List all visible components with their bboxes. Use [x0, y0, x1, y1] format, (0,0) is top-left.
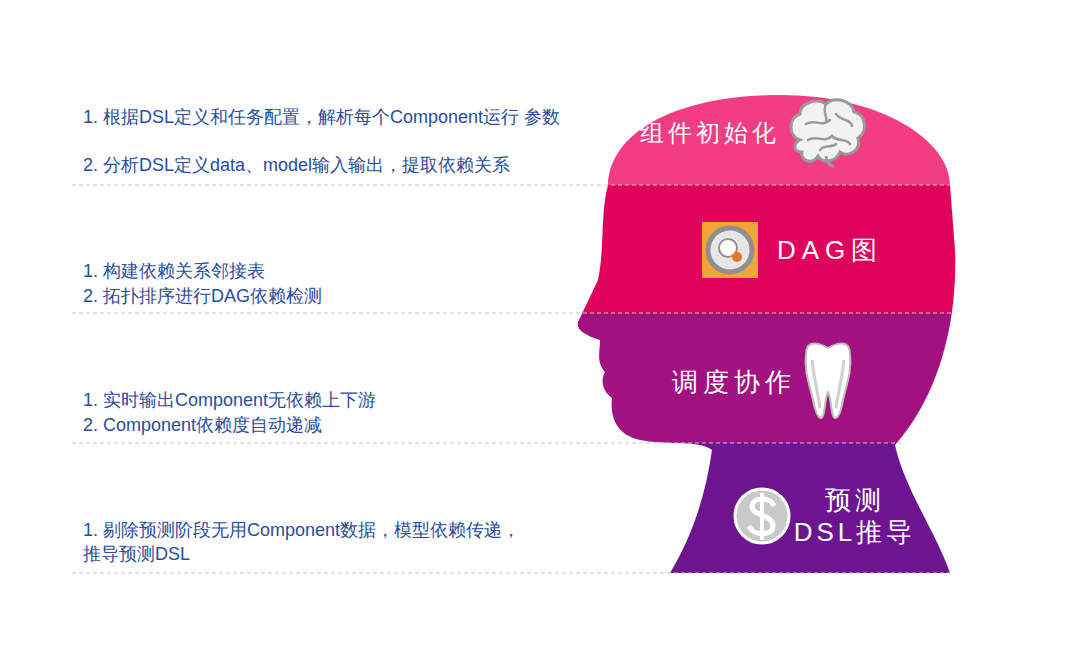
tooth-icon	[806, 343, 851, 418]
separator-lines	[72, 185, 955, 573]
head-silhouette-band	[578, 313, 956, 443]
dashed-line	[72, 312, 955, 313]
dashed-line	[72, 442, 905, 443]
list-item: 1. 根据DSL定义和任务配置，解析每个Component运行 参数	[83, 105, 569, 129]
head-band: 组件初始化	[570, 90, 960, 185]
list-item: 2. 分析DSL定义data、model输入输出，提取依赖关系	[83, 153, 510, 177]
band-shape	[570, 185, 960, 313]
dag-icon	[702, 222, 758, 278]
head-band: DAG图	[570, 185, 960, 313]
head-silhouette-band	[578, 443, 956, 573]
dashed-line	[72, 184, 950, 185]
dashed-line	[72, 572, 950, 573]
list-item: 1. 剔除预测阶段无用Component数据，模型依赖传递， 推导预测DSL	[83, 518, 553, 566]
list-item: 2. Component依赖度自动递减	[83, 413, 322, 437]
list-item: 2. 拓扑排序进行DAG依赖检测	[83, 284, 322, 308]
list-item: 1. 实时输出Component无依赖上下游	[83, 388, 376, 412]
band-title: DAG图	[777, 234, 883, 267]
band-title: 预测 DSL推导	[788, 484, 922, 549]
list-item: 1. 构建依赖关系邻接表	[83, 259, 265, 283]
dollar-coin-icon	[735, 489, 789, 543]
band-title: 调度协作	[672, 366, 796, 399]
brain-icon	[791, 100, 864, 166]
head-silhouette-band	[578, 95, 956, 185]
head-band: 调度协作	[570, 313, 960, 443]
band-title: 组件初始化	[640, 118, 780, 148]
head-silhouette-band	[578, 185, 956, 313]
